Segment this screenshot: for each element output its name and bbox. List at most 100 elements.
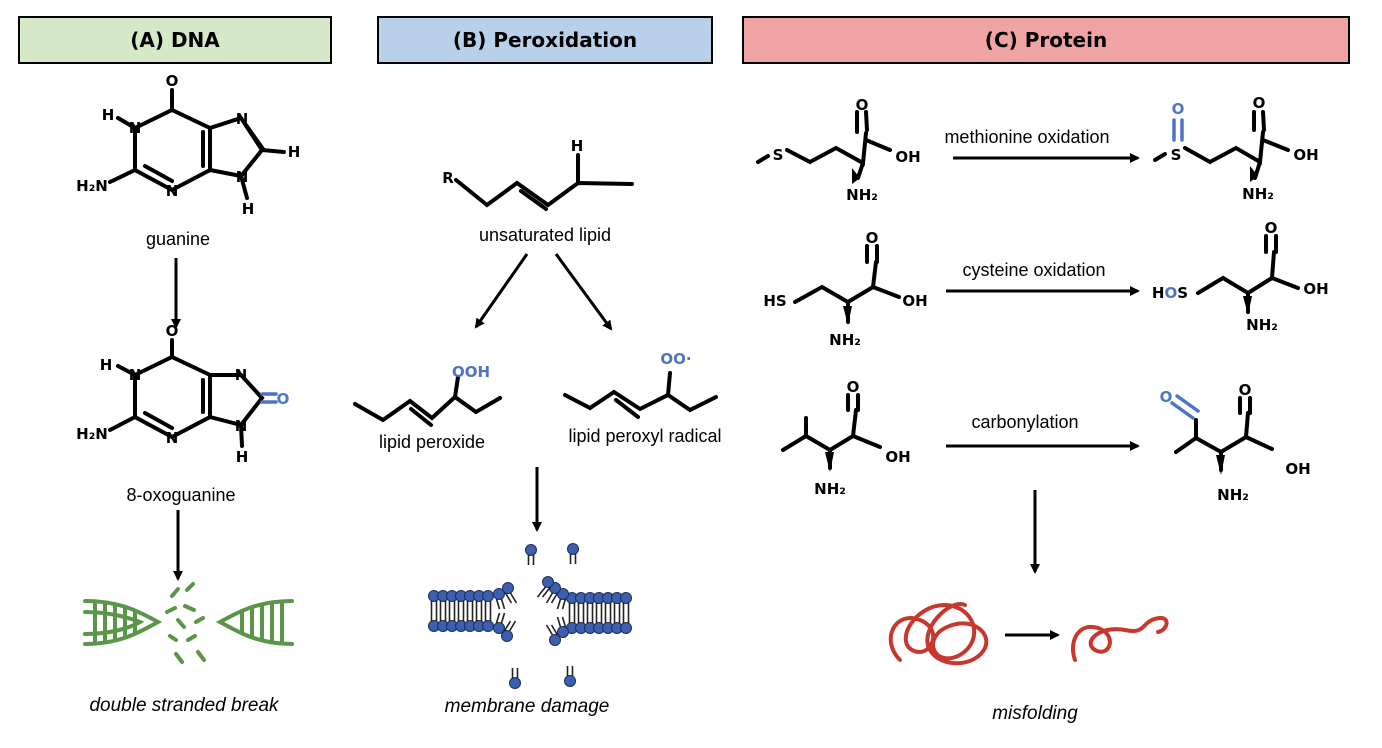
sulfoxide-double-bond xyxy=(1172,118,1184,142)
caption-double-stranded-break: double stranded break xyxy=(89,695,279,716)
lipid-tail xyxy=(545,592,554,604)
wedge-bond xyxy=(852,168,860,184)
atom-label: H xyxy=(236,448,249,466)
panel-a-header: (A) DNA xyxy=(18,16,332,64)
methionine-sulfoxide-structure xyxy=(1153,110,1290,180)
carbonyl-double-bond xyxy=(1170,394,1200,420)
dna-double-strand-break-icon xyxy=(83,582,294,664)
caption-misfolding: misfolding xyxy=(992,703,1078,724)
panel-a-title: (A) DNA xyxy=(130,28,220,52)
atom-label: HOS xyxy=(1152,284,1188,302)
atom-label: OH xyxy=(902,292,927,310)
atom-label: O xyxy=(1253,94,1266,112)
lipid-peroxide-structure xyxy=(353,375,502,427)
wedge-bond xyxy=(825,452,834,472)
atom-label: OOH xyxy=(452,363,490,381)
lipid-tail xyxy=(556,616,562,628)
lipid-head xyxy=(493,622,505,634)
atom-label: O xyxy=(1265,219,1278,237)
lipid-tail xyxy=(561,598,567,610)
lipid-tail xyxy=(508,620,517,632)
lipid-head xyxy=(482,590,494,602)
lipid-tail xyxy=(561,616,567,628)
atom-label: HS xyxy=(763,292,786,310)
atom-label: O xyxy=(847,378,860,396)
lipid-tail xyxy=(500,612,506,624)
wedge-bond xyxy=(843,306,852,325)
lipid-peroxyl-radical-structure xyxy=(563,371,718,419)
atom-label: N xyxy=(129,119,142,137)
wedge-bond xyxy=(1250,166,1258,182)
atom-label: NH₂ xyxy=(814,480,846,498)
panel-c-title: (C) Protein xyxy=(984,28,1108,52)
lipid-tail xyxy=(536,586,547,598)
oxoguanine-structure xyxy=(108,338,265,448)
lipid-head xyxy=(564,675,576,687)
atom-label: H₂N xyxy=(76,177,108,195)
lipid-head xyxy=(502,582,514,594)
label-unsaturated-lipid: unsaturated lipid xyxy=(478,225,612,245)
atom-label: NH₂ xyxy=(829,331,861,349)
atom-label: H xyxy=(571,137,584,155)
caption-membrane-damage: membrane damage xyxy=(444,696,610,717)
atom-label: O xyxy=(1239,381,1252,399)
lipid-tail xyxy=(509,592,518,604)
methionine-structure xyxy=(756,110,892,180)
atom-label: O xyxy=(866,229,879,247)
atom-label: OH xyxy=(885,448,910,466)
unfolded-protein-icon xyxy=(1071,616,1169,662)
atom-label: O xyxy=(166,322,179,340)
lipid-head xyxy=(482,620,494,632)
atom-label: S xyxy=(1171,146,1182,164)
lipid-head xyxy=(493,588,505,600)
lipid-tail xyxy=(550,624,559,636)
oxoguanine-atoms: O H N N N N H O H₂N xyxy=(76,322,289,466)
lipid-tail xyxy=(541,586,552,598)
lipid-tail xyxy=(504,592,513,604)
atom-label: N xyxy=(129,366,142,384)
lipid-head xyxy=(509,677,521,689)
atom-label: H xyxy=(288,143,301,161)
atom-label: OO· xyxy=(660,350,691,368)
atom-label: H xyxy=(100,356,113,374)
lipid-head xyxy=(549,634,561,646)
lipid-head xyxy=(620,622,632,634)
atom-label: N xyxy=(236,168,249,186)
atom-label: OH xyxy=(1303,280,1328,298)
atom-label: O xyxy=(277,390,290,408)
atom-label: N xyxy=(236,110,249,128)
label-guanine: guanine xyxy=(145,229,211,249)
atom-label: H xyxy=(102,106,115,124)
atom-label: N xyxy=(166,182,179,200)
lipid-tail xyxy=(545,624,554,636)
atom-label: NH₂ xyxy=(1246,316,1278,334)
guanine-structure xyxy=(108,88,286,200)
wedge-bond xyxy=(1216,455,1225,475)
atom-label: OH xyxy=(895,148,920,166)
lipid-head xyxy=(620,592,632,604)
label-cysteine-oxidation: cysteine oxidation xyxy=(962,260,1106,280)
atom-label: N xyxy=(235,366,248,384)
misfolded-protein-icon xyxy=(888,602,989,666)
damaged-membrane-icon xyxy=(428,543,632,689)
atom-label: H₂N xyxy=(76,425,108,443)
atom-label: N xyxy=(235,417,248,435)
lipid-tail xyxy=(556,598,562,610)
label-lipid-peroxyl-radical: lipid peroxyl radical xyxy=(568,426,722,446)
unsaturated-lipid-structure xyxy=(454,153,634,211)
label-methionine-oxidation: methionine oxidation xyxy=(944,127,1110,147)
atom-label: O xyxy=(1172,100,1185,118)
arrow-lipid-to-peroxyl-radical xyxy=(554,253,613,331)
oxoguanine-carbonyl xyxy=(260,392,278,404)
label-carbonylation: carbonylation xyxy=(971,412,1079,432)
lipid-head xyxy=(542,576,554,588)
atom-label: S xyxy=(773,146,784,164)
atom-label: OH xyxy=(1293,146,1318,164)
panel-c-header: (C) Protein xyxy=(742,16,1350,64)
lipid-head xyxy=(567,543,579,555)
atom-label: NH₂ xyxy=(1242,185,1274,203)
label-lipid-peroxide: lipid peroxide xyxy=(378,432,486,452)
lipid-tail xyxy=(500,598,506,610)
wedge-bond xyxy=(1243,296,1252,315)
